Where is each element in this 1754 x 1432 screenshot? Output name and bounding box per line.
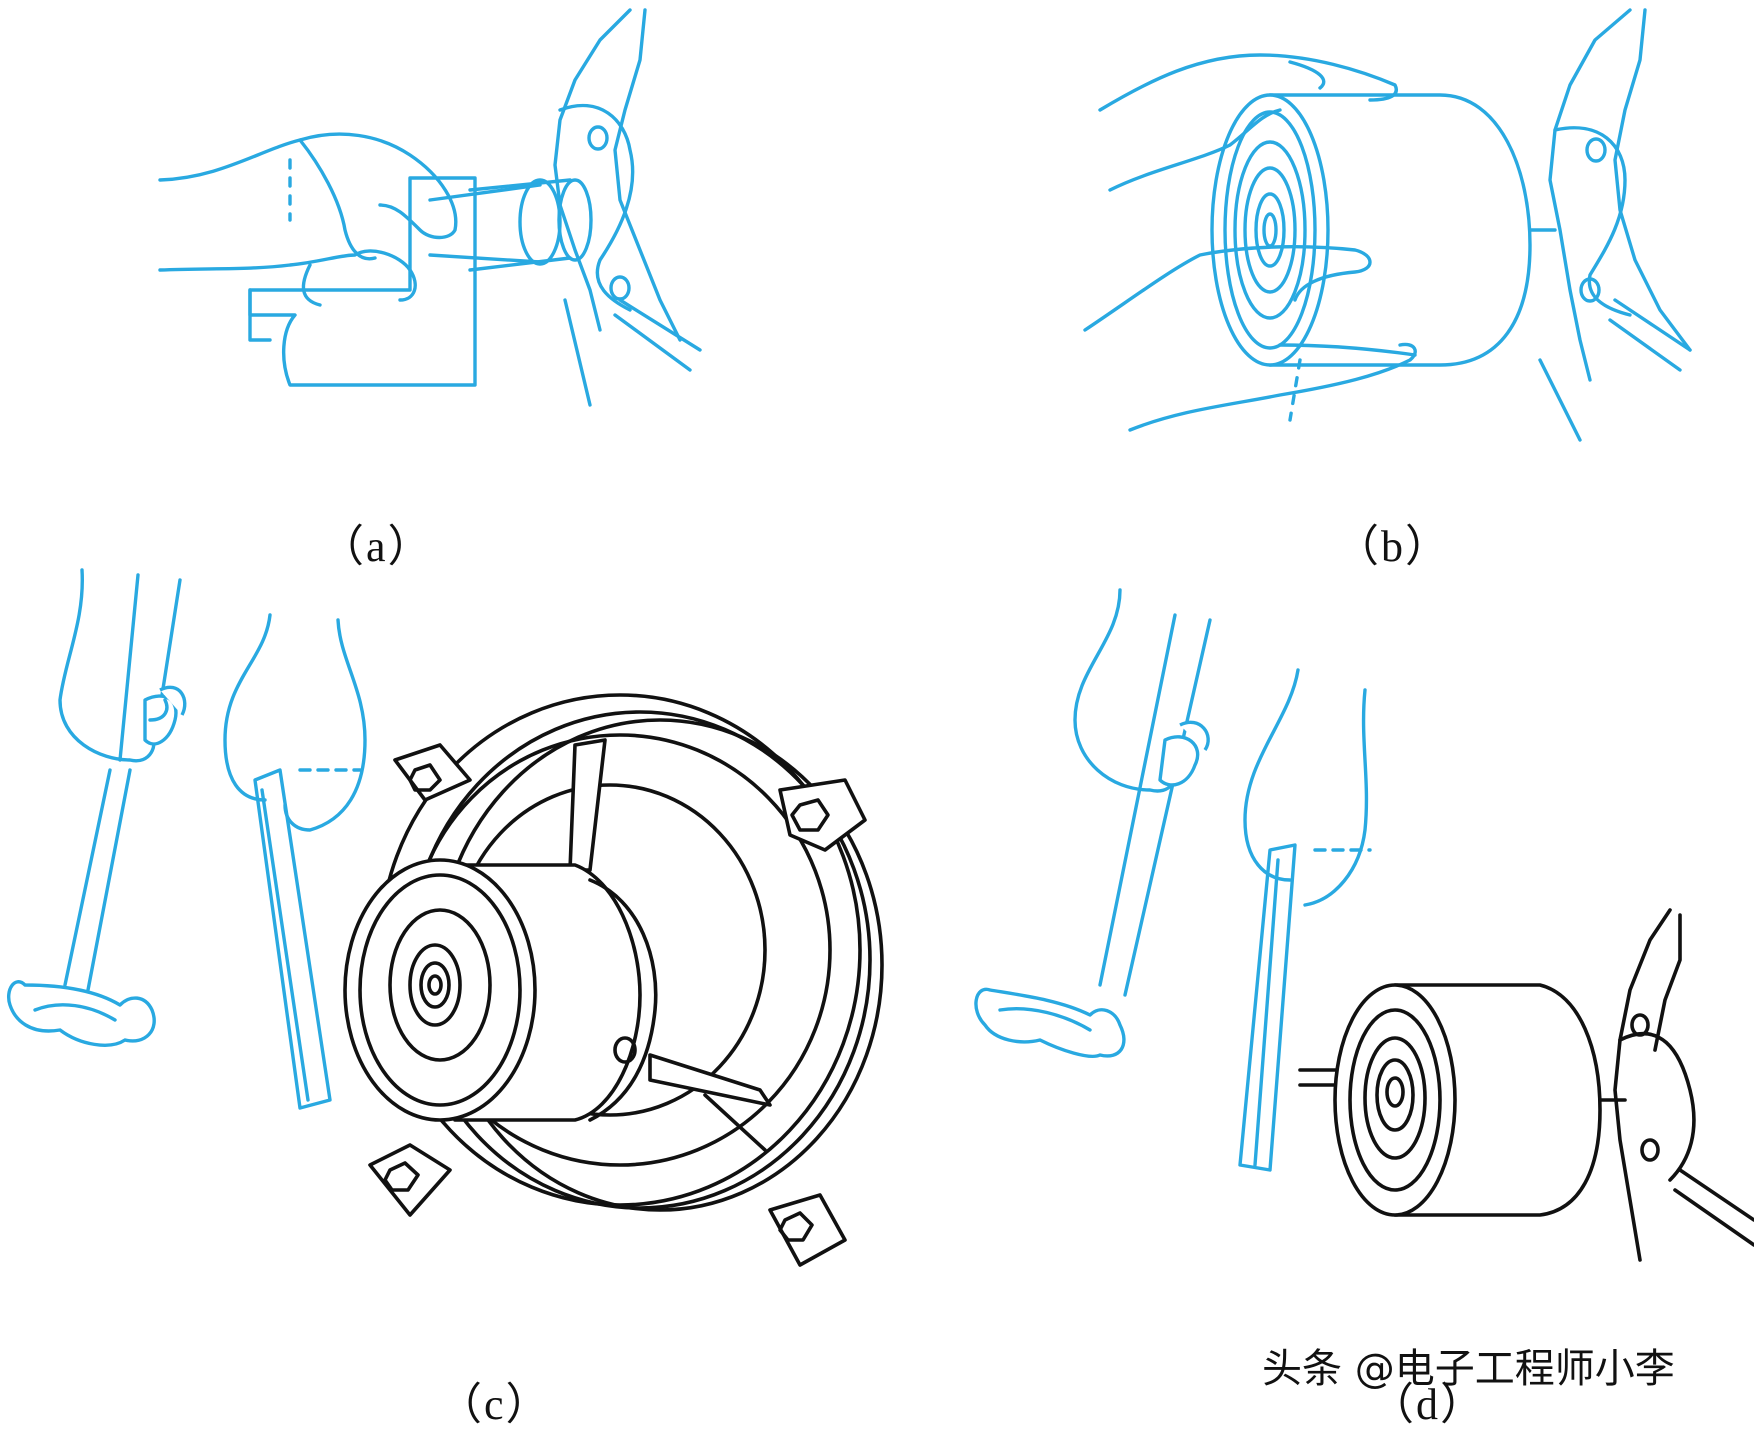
end-cover-b xyxy=(1528,8,1692,442)
panel-a xyxy=(158,8,702,407)
chisel-d xyxy=(1238,843,1297,1172)
caption-c: （c） xyxy=(438,1380,552,1429)
bolt-lug-bottom-right xyxy=(768,1193,847,1267)
hammer-d xyxy=(974,613,1212,1058)
bearing-cylinder-d xyxy=(1333,983,1602,1217)
hand-bottom-b xyxy=(1083,245,1417,432)
caption-a: （a） xyxy=(320,522,434,571)
caption-b: （b） xyxy=(1335,522,1451,571)
end-cover-d xyxy=(1598,908,1754,1262)
hand-top-b xyxy=(1098,53,1398,192)
hand-chisel-d xyxy=(1243,668,1372,907)
hand-a xyxy=(158,132,458,307)
pad-block-a xyxy=(248,176,477,387)
panel-c xyxy=(7,568,884,1267)
puller-cylinder-b xyxy=(1210,93,1532,367)
bolt-lug-bottom-left xyxy=(368,1143,452,1217)
watermark: 头条 @电子工程师小李 xyxy=(1262,1346,1675,1392)
chisel-c xyxy=(253,768,332,1110)
shaft-a xyxy=(428,178,593,272)
end-cover-a xyxy=(553,8,702,407)
bolt-lug-top-right xyxy=(778,778,867,852)
hammer-c xyxy=(7,768,156,1047)
panel-b xyxy=(1083,8,1692,442)
hand-hammer-c xyxy=(58,568,187,763)
bearing-c xyxy=(343,858,658,1122)
panel-d xyxy=(974,588,1754,1262)
hand-hammer-d xyxy=(1073,588,1210,793)
bolt-lug-top-left xyxy=(393,743,472,802)
hand-chisel-c xyxy=(223,613,367,832)
caption-d: （d） xyxy=(1370,1380,1486,1429)
